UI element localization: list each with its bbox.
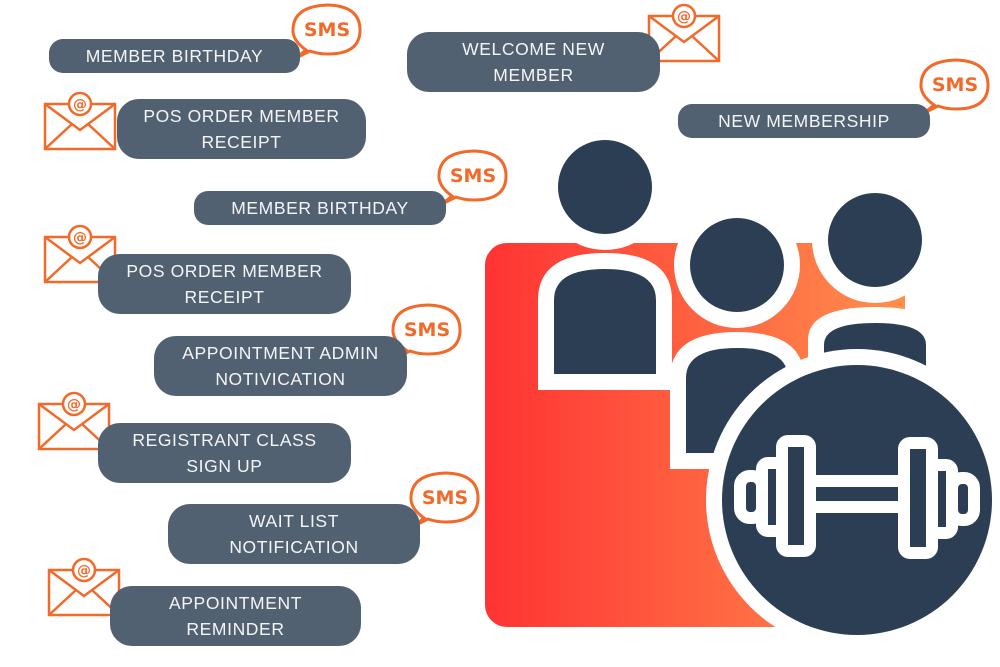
sms-bubble-icon: SMS: [391, 303, 462, 360]
notification-pill-pos-order-receipt: POS ORDER MEMBER RECEIPT: [98, 254, 351, 314]
svg-text:SMS: SMS: [304, 19, 350, 41]
dumbbell-icon: [734, 435, 980, 559]
svg-text:@: @: [77, 563, 91, 579]
pill-label: APPOINTMENT REMINDER: [169, 593, 302, 639]
sms-bubble-icon: SMS: [409, 471, 480, 528]
svg-text:SMS: SMS: [422, 487, 468, 509]
email-envelope-icon: @: [37, 391, 111, 451]
svg-text:SMS: SMS: [450, 165, 496, 187]
pill-label: MEMBER BIRTHDAY: [85, 46, 264, 66]
sms-bubble-icon: SMS: [919, 58, 990, 115]
email-envelope-icon: @: [47, 557, 121, 617]
notification-pill-new-membership: NEW MEMBERSHIP: [678, 104, 930, 138]
svg-text:@: @: [73, 230, 87, 246]
pill-label: POS ORDER MEMBER RECEIPT: [143, 106, 340, 152]
notification-pill-appointment-reminder: APPOINTMENT REMINDER: [110, 586, 361, 646]
dumbbell-badge: [706, 349, 1000, 651]
notification-pill-member-birthday: MEMBER BIRTHDAY: [194, 191, 446, 225]
svg-text:@: @: [73, 97, 87, 113]
pill-label: MEMBER BIRTHDAY: [231, 198, 409, 218]
notification-pill-registrant-class-signup: REGISTRANT CLASS SIGN UP: [98, 423, 351, 483]
notification-pill-member-birthday: MEMBER BIRTHDAY: [49, 39, 300, 73]
svg-text:SMS: SMS: [404, 319, 450, 341]
pill-label: NEW MEMBERSHIP: [718, 111, 890, 131]
email-envelope-icon: @: [43, 91, 117, 151]
pill-label: POS ORDER MEMBER RECEIPT: [126, 261, 323, 307]
notification-pill-wait-list: WAIT LIST NOTIFICATION: [168, 504, 420, 564]
notification-pill-pos-order-receipt: POS ORDER MEMBER RECEIPT: [117, 99, 366, 159]
svg-text:SMS: SMS: [932, 74, 978, 96]
pill-label: WAIT LIST NOTIFICATION: [229, 511, 359, 557]
sms-bubble-icon: SMS: [437, 149, 508, 206]
person-icon: [538, 124, 672, 390]
svg-text:@: @: [677, 9, 691, 25]
sms-bubble-icon: SMS: [291, 3, 362, 60]
pill-label: APPOINTMENT ADMIN NOTIVICATION: [182, 343, 379, 389]
pill-label: WELCOME NEW MEMBER: [462, 39, 605, 85]
pill-label: REGISTRANT CLASS SIGN UP: [132, 430, 317, 476]
notification-pill-welcome-new-member: WELCOME NEW MEMBER: [407, 32, 660, 92]
notification-pill-appointment-admin: APPOINTMENT ADMIN NOTIVICATION: [154, 336, 407, 396]
svg-text:@: @: [67, 397, 81, 413]
